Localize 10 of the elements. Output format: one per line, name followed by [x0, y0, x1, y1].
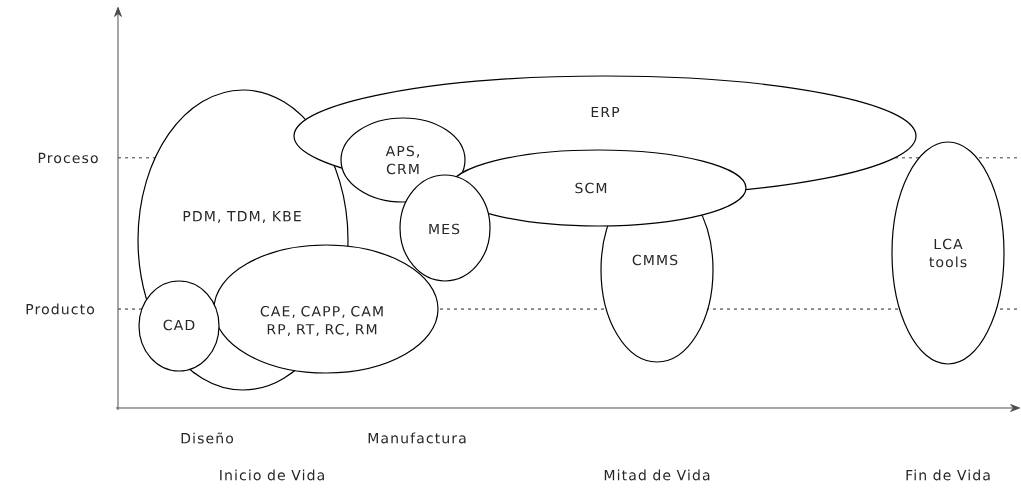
axis-label: Diseño [181, 432, 234, 444]
axis-label: Producto [26, 303, 95, 315]
ellipse-region: MES [399, 174, 491, 282]
axis-label: Manufactura [368, 432, 466, 444]
node-label: LCA tools [929, 238, 967, 268]
axis-label: Inicio de Vida [220, 469, 324, 481]
ellipse-region: LCA tools [891, 141, 1005, 365]
axis-label: Fin de Vida [906, 469, 990, 481]
axis-label: Proceso [38, 152, 98, 164]
axis-label: Mitad de Vida [604, 469, 710, 481]
